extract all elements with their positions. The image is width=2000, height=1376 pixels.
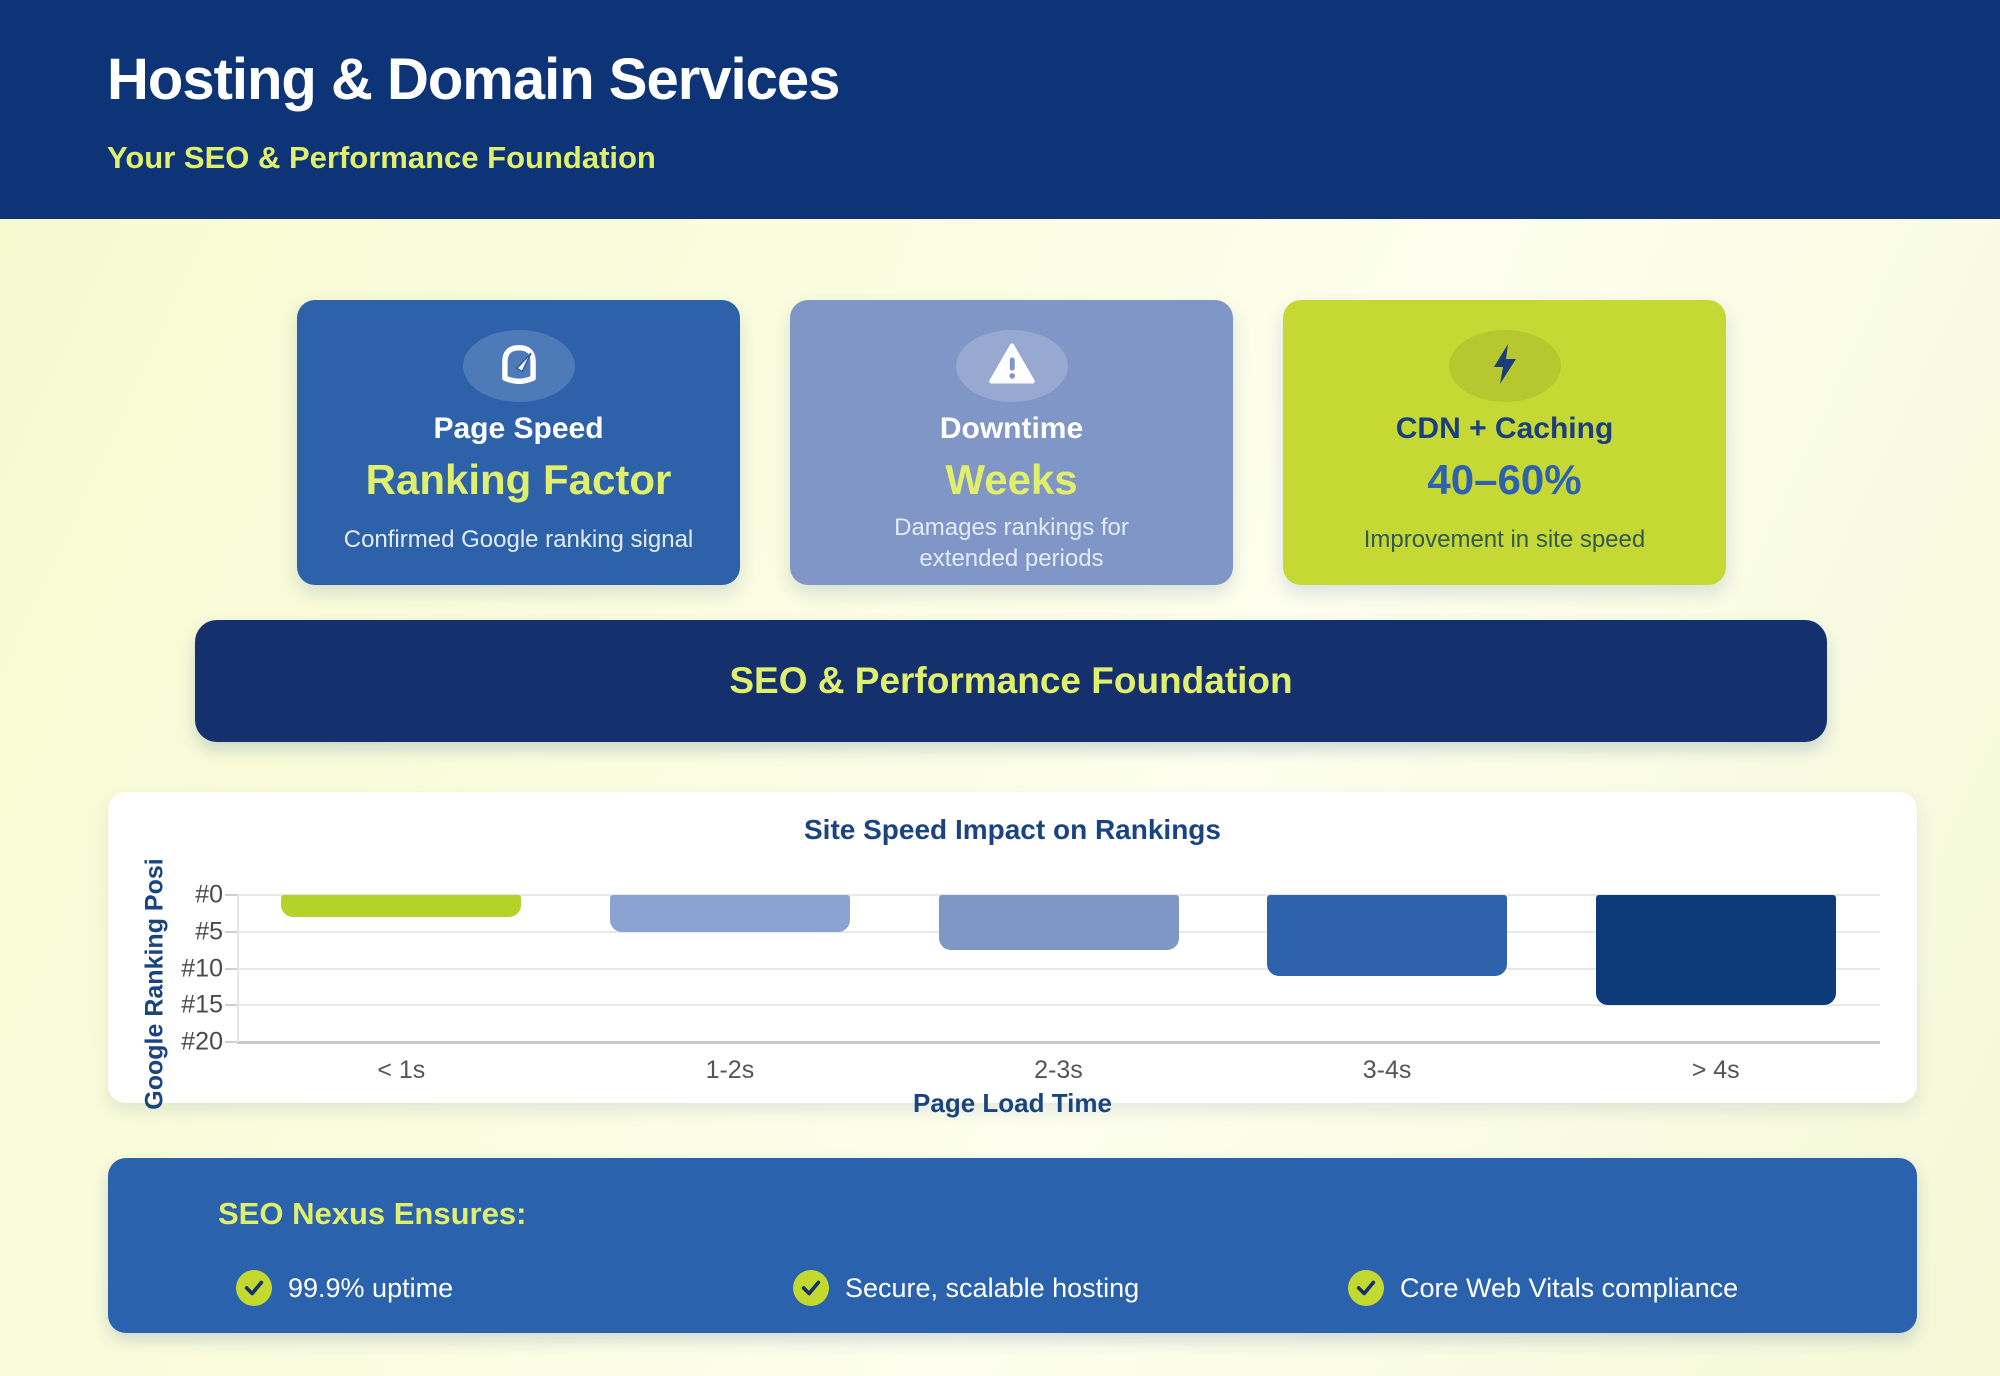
icon-pill bbox=[1448, 330, 1561, 402]
footer-item-uptime: 99.9% uptime bbox=[236, 1270, 453, 1306]
card-description: Damages rankings for extended periods bbox=[894, 514, 1129, 573]
bar bbox=[1595, 895, 1836, 1005]
footer-item-hosting: Secure, scalable hosting bbox=[793, 1270, 1139, 1306]
metric-card-downtime: Downtime Weeks Damages rankings for exte… bbox=[790, 300, 1233, 585]
y-tick-mark bbox=[225, 930, 238, 933]
x-tick-label: < 1s bbox=[377, 1056, 426, 1084]
footer-item-core-web-vitals: Core Web Vitals compliance bbox=[1348, 1270, 1738, 1306]
chart-card: Site Speed Impact on Rankings Google Ran… bbox=[108, 792, 1917, 1118]
footer-item-label: 99.9% uptime bbox=[288, 1272, 454, 1303]
banner-label: SEO & Performance Foundation bbox=[729, 660, 1293, 701]
card-description: Improvement in site speed bbox=[1363, 526, 1646, 553]
page-subtitle: Your SEO & Performance Foundation bbox=[107, 140, 656, 175]
y-tick-mark bbox=[225, 1041, 238, 1043]
y-tick-label: #15 bbox=[181, 990, 223, 1019]
y-tick-mark bbox=[225, 967, 238, 970]
foundation-banner: SEO & Performance Foundation bbox=[195, 620, 1827, 742]
bar bbox=[609, 895, 850, 932]
y-tick-label: #5 bbox=[195, 917, 223, 946]
check-icon bbox=[793, 1270, 829, 1306]
chart-title: Site Speed Impact on Rankings bbox=[804, 814, 1221, 845]
footer-item-label: Core Web Vitals compliance bbox=[1400, 1272, 1739, 1303]
footer-heading: SEO Nexus Ensures: bbox=[218, 1196, 527, 1231]
card-title: CDN + Caching bbox=[1395, 412, 1614, 445]
warning-icon bbox=[986, 338, 1038, 395]
bar bbox=[938, 895, 1179, 950]
bar bbox=[1267, 895, 1508, 976]
check-icon bbox=[236, 1270, 272, 1306]
card-value: 40–60% bbox=[1427, 456, 1582, 503]
chart-x-axis-label: Page Load Time bbox=[913, 1088, 1112, 1118]
x-tick-label: 2-3s bbox=[1034, 1056, 1083, 1084]
footer-item-label: Secure, scalable hosting bbox=[845, 1272, 1140, 1303]
icon-pill bbox=[955, 330, 1068, 402]
card-title: Downtime bbox=[939, 412, 1084, 445]
icon-pill bbox=[462, 330, 575, 402]
card-value: Ranking Factor bbox=[365, 456, 672, 503]
metric-card-cdn-caching: CDN + Caching 40–60% Improvement in site… bbox=[1283, 300, 1726, 585]
y-tick-mark bbox=[225, 1004, 238, 1007]
page-title: Hosting & Domain Services bbox=[107, 47, 840, 112]
x-tick-label: 3-4s bbox=[1362, 1056, 1412, 1084]
gridline bbox=[237, 1004, 1880, 1007]
x-tick-label: > 4s bbox=[1691, 1056, 1740, 1084]
header: Hosting & Domain Services Your SEO & Per… bbox=[0, 0, 2000, 219]
footer-panel: SEO Nexus Ensures: 99.9% uptime Secure, … bbox=[108, 1158, 1917, 1333]
card-description: Confirmed Google ranking signal bbox=[343, 526, 694, 553]
bolt-icon bbox=[1481, 340, 1529, 393]
x-tick-label: 1-2s bbox=[705, 1056, 755, 1084]
gridline bbox=[237, 967, 1880, 970]
y-tick-label: #0 bbox=[195, 880, 223, 909]
card-value: Weeks bbox=[945, 456, 1078, 503]
metric-card-page-speed: Page Speed Ranking Factor Confirmed Goog… bbox=[297, 300, 740, 585]
y-tick-label: #10 bbox=[181, 954, 223, 982]
y-tick-mark bbox=[225, 894, 238, 896]
y-axis-line bbox=[237, 895, 239, 1042]
card-title: Page Speed bbox=[433, 412, 604, 445]
y-tick-label: #20 bbox=[181, 1027, 223, 1056]
gauge-icon bbox=[493, 338, 545, 395]
check-icon bbox=[1348, 1270, 1384, 1306]
gridline bbox=[237, 1041, 1880, 1044]
bar bbox=[281, 895, 522, 917]
